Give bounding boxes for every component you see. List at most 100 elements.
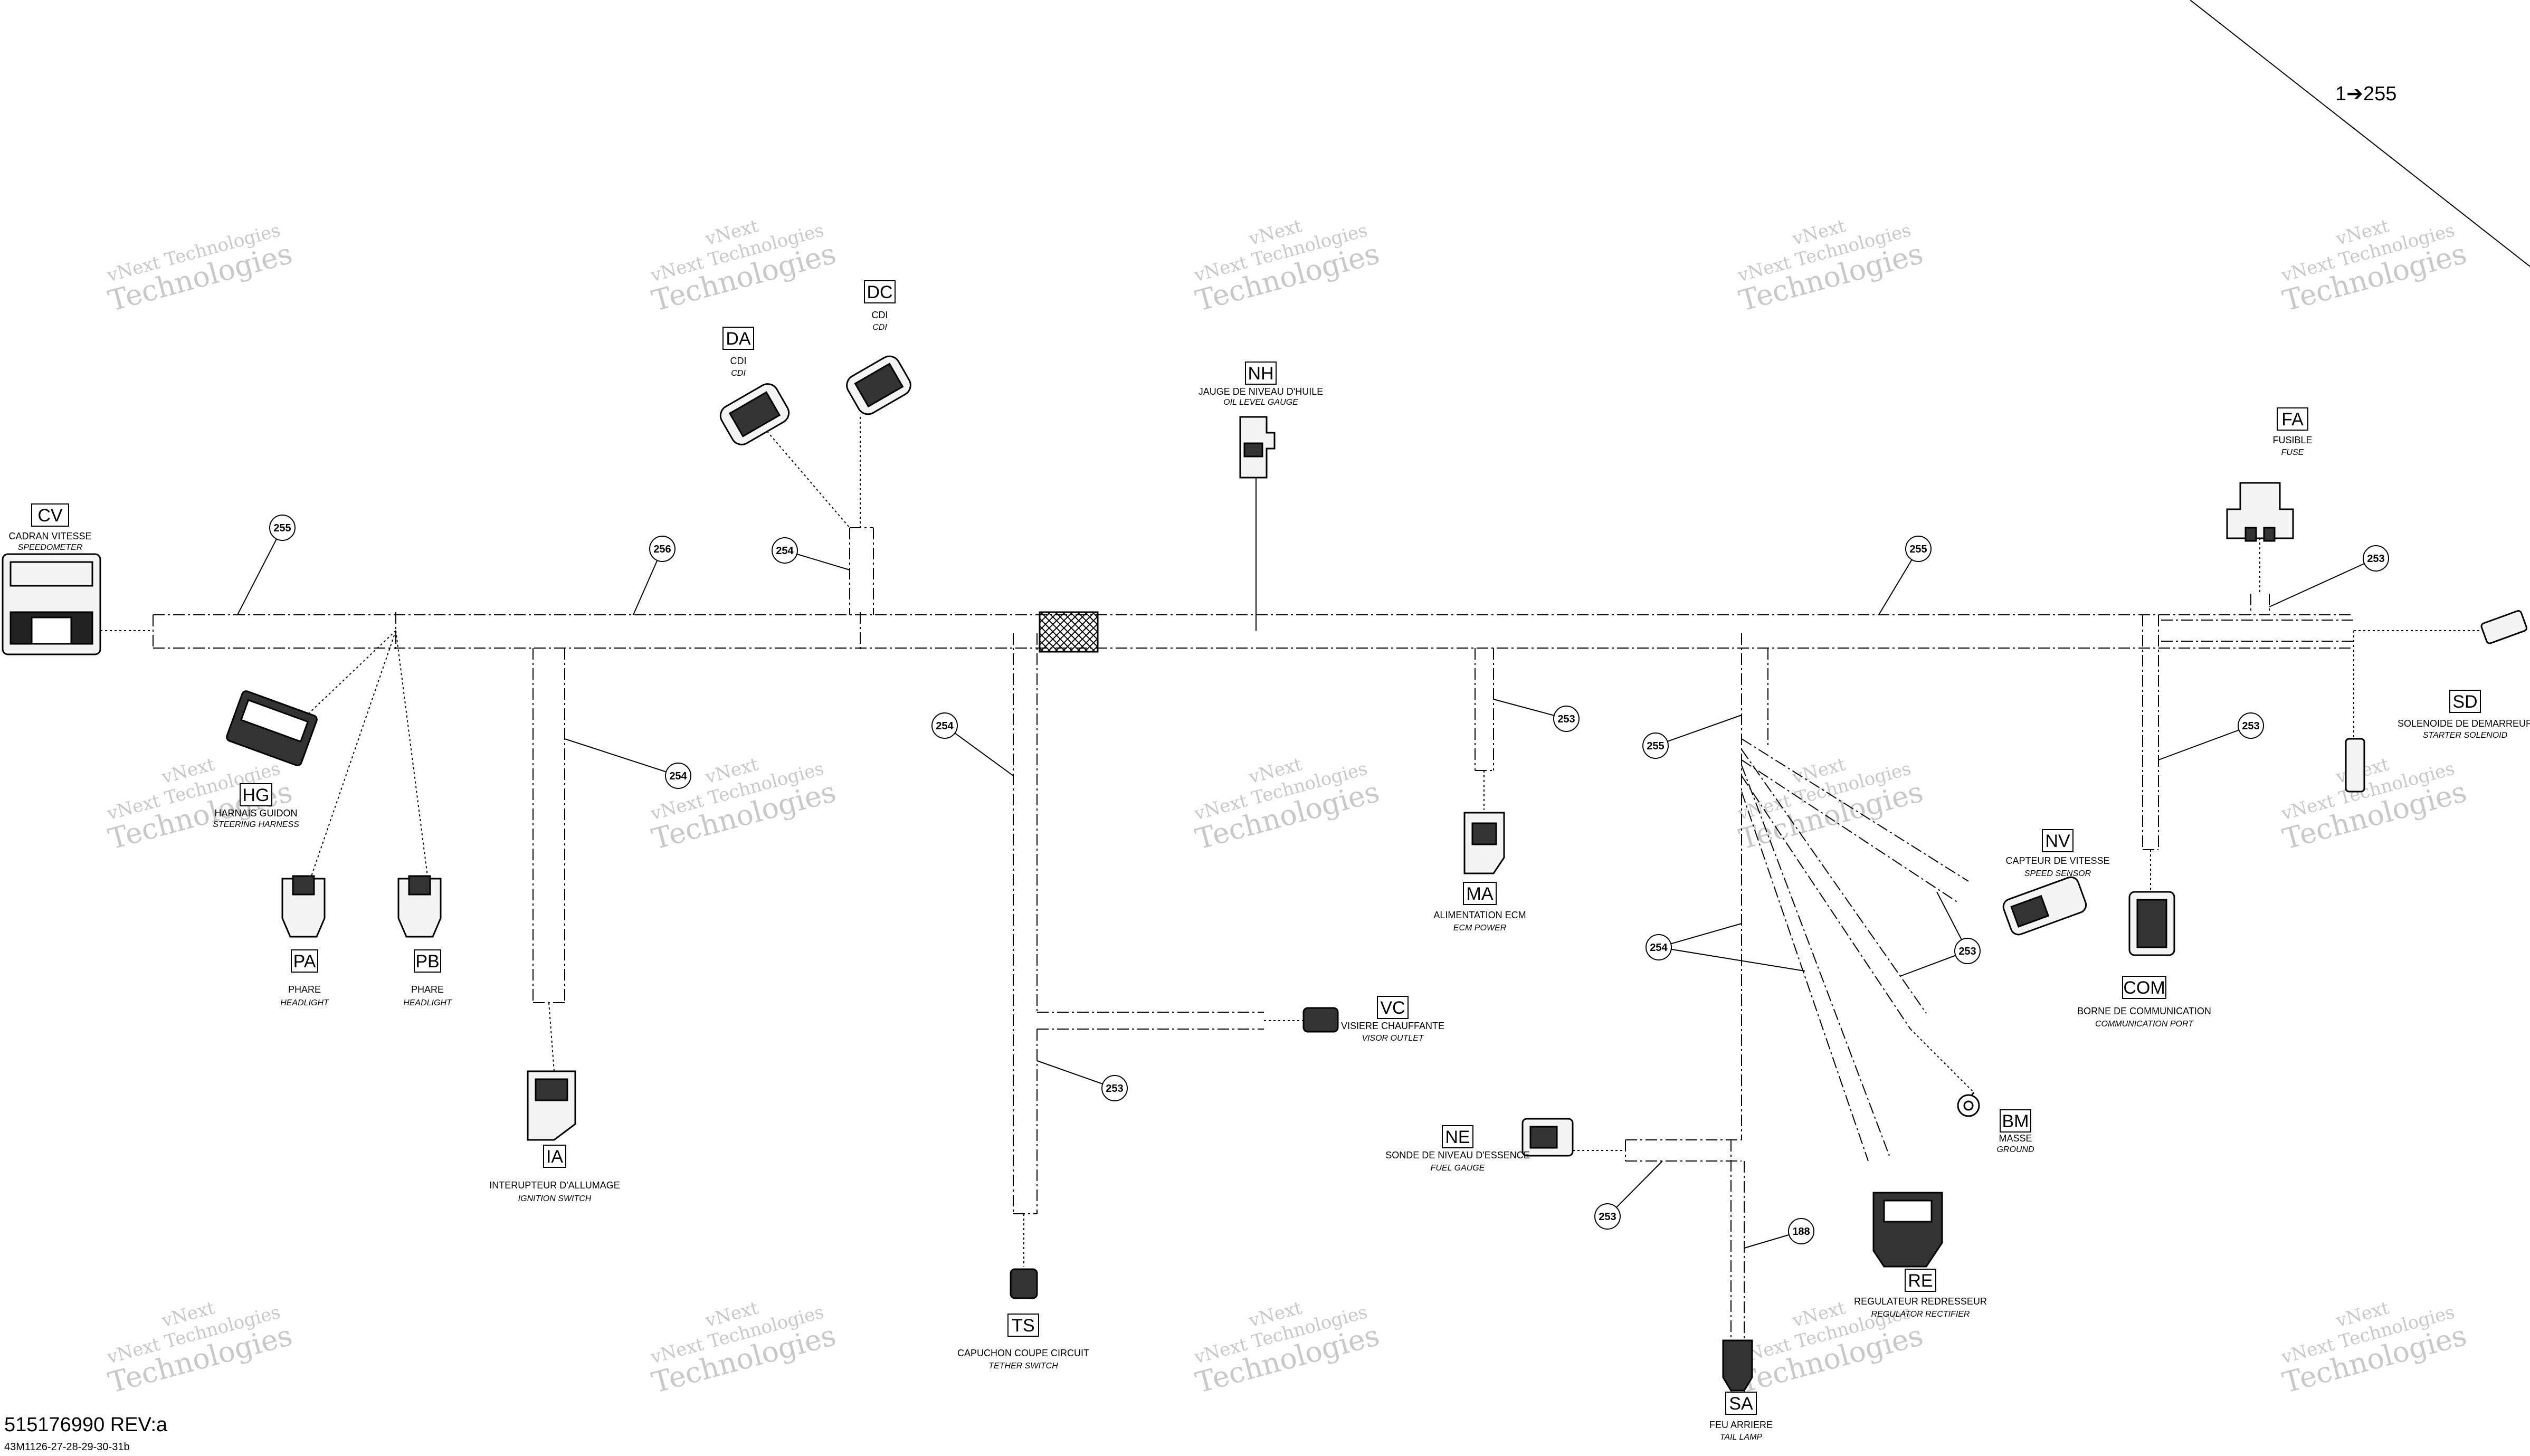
connector-bodies (2, 355, 2527, 1392)
callout-bubble (931, 712, 958, 739)
connector-descriptions: CADRAN VITESSE SPEEDOMETER HARNAIS GUIDO… (8, 310, 2530, 1442)
convolute-sleeve (1039, 611, 1099, 653)
code-PA: PA (293, 951, 316, 972)
callout-label: 253 (1958, 946, 1976, 957)
tether-switch-connector (1010, 1268, 1038, 1299)
code-FA: FA (2281, 410, 2304, 430)
callout-label: 254 (936, 720, 954, 732)
regulator-connector (1872, 1192, 1943, 1268)
desc-en-FA: FUSE (2281, 448, 2304, 457)
desc-en-VC: VISOR OUTLET (1362, 1034, 1424, 1043)
harness-trunk (153, 527, 2354, 1404)
desc-fr-NV: CAPTEUR DE VITESSE (2005, 855, 2109, 866)
desc-fr-RE: REGULATEUR REDRESSEUR (1854, 1296, 1987, 1307)
connector-leads (100, 416, 2486, 1404)
callout-bubble (665, 763, 691, 789)
desc-en-IA: IGNITION SWITCH (518, 1194, 592, 1203)
cdi-connector-c (846, 355, 911, 415)
watermark: vNext vNext Technologies Technologies (104, 1297, 296, 1400)
desc-fr-FA: FUSIBLE (2272, 435, 2312, 445)
desc-fr-NE: SONDE DE NIVEAU D'ESSENCE (1385, 1150, 1530, 1160)
callout-bubble (1642, 732, 1669, 759)
ignition-switch-connector (527, 1070, 576, 1141)
desc-en-DC: CDI (872, 323, 887, 332)
desc-fr-SD: SOLENOIDE DE DEMARREUR (2398, 718, 2530, 729)
code-VC: VC (1380, 998, 1405, 1018)
steering-harness-connector (226, 690, 318, 766)
ground-ring-terminal (1957, 1092, 1980, 1117)
callout-label: 253 (1557, 713, 1575, 725)
watermark: vNext vNext Technologies Technologies (1192, 754, 1383, 856)
code-MA: MA (1467, 884, 1494, 904)
code-IA: IA (546, 1147, 563, 1167)
callout-bubble (1101, 1075, 1128, 1101)
desc-fr-CV: CADRAN VITESSE (8, 531, 91, 541)
desc-en-NH: OIL LEVEL GAUGE (1223, 398, 1298, 407)
callout-bubble (1646, 934, 1672, 960)
fuel-gauge-connector (1521, 1118, 1574, 1157)
connector-codes: CV HG PA PB IA DA DC NH TS VC MA NE SA R… (31, 280, 2481, 1415)
battery-terminal (2480, 610, 2527, 644)
desc-fr-PB: PHARE (411, 984, 444, 995)
desc-fr-PA: PHARE (288, 984, 321, 995)
visor-outlet-connector (1302, 1007, 1339, 1033)
desc-en-PB: HEADLIGHT (403, 998, 452, 1007)
headlight-connector-b (397, 875, 442, 938)
watermark-layer: vNext Technologies Technologies vNext vN… (104, 215, 2470, 1400)
callout-bubble (269, 515, 296, 541)
code-NE: NE (1445, 1127, 1470, 1147)
desc-en-BM: GROUND (1996, 1145, 2034, 1154)
code-TS: TS (1012, 1316, 1034, 1336)
callout-label: 256 (653, 544, 671, 555)
code-DC: DC (867, 282, 892, 302)
code-SD: SD (2452, 692, 2477, 712)
desc-fr-NH: JAUGE DE NIVEAU D'HUILE (1199, 386, 1324, 397)
desc-en-HG: STEERING HARNESS (213, 820, 299, 829)
code-SA: SA (1729, 1394, 1753, 1414)
callout-bubble (1788, 1218, 1814, 1244)
callout-label: 255 (1647, 740, 1664, 752)
code-PB: PB (415, 951, 439, 972)
watermark: vNext vNext Technologies Technologies (1192, 215, 1383, 318)
starter-solenoid-terminal (2345, 738, 2365, 793)
desc-en-TS: TETHER SWITCH (988, 1362, 1058, 1371)
speedometer-connector (2, 553, 101, 655)
cdi-connector-a (719, 383, 790, 445)
watermark: vNext vNext Technologies Technologies (2279, 1297, 2470, 1400)
desc-fr-IA: INTERUPTEUR D'ALLUMAGE (489, 1180, 620, 1191)
callout-labels: 255 256 254 254 254 253 253 255 255 253 … (273, 522, 2384, 1238)
callout-bubble (2363, 545, 2389, 572)
speed-sensor-connector (2002, 876, 2087, 936)
desc-fr-HG: HARNAIS GUIDON (214, 808, 297, 819)
desc-fr-MA: ALIMENTATION ECM (1433, 910, 1526, 920)
desc-en-DA: CDI (731, 369, 746, 378)
desc-en-CV: SPEEDOMETER (18, 543, 83, 552)
callout-label: 253 (2242, 720, 2259, 732)
callout-label: 255 (1909, 544, 1927, 555)
watermark: vNext Technologies Technologies (104, 220, 296, 318)
desc-en-COM: COMMUNICATION PORT (2095, 1020, 2194, 1029)
callout-bubble (1594, 1203, 1621, 1230)
communication-port-connector (2128, 891, 2175, 956)
desc-fr-DC: CDI (872, 310, 888, 320)
code-BM: BM (2002, 1111, 2029, 1131)
desc-fr-TS: CAPUCHON COUPE CIRCUIT (957, 1348, 1089, 1358)
watermark: vNext vNext Technologies Technologies (1735, 215, 1926, 318)
desc-fr-VC: VISIERE CHAUFFANTE (1341, 1021, 1444, 1031)
desc-fr-DA: CDI (730, 356, 747, 366)
callout-bubble (1905, 536, 1932, 562)
oil-gauge-connector (1239, 416, 1276, 479)
desc-fr-COM: BORNE DE COMMUNICATION (2077, 1006, 2211, 1016)
watermark: vNext vNext Technologies Technologies (648, 215, 839, 318)
callout-label: 253 (1599, 1211, 1616, 1223)
watermark: vNext vNext Technologies Technologies (2279, 754, 2470, 856)
callout-bubble (1954, 938, 1981, 964)
code-NV: NV (2045, 831, 2070, 851)
code-RE: RE (1908, 1271, 1933, 1291)
callout-bubble (2238, 712, 2264, 739)
desc-en-SA: TAIL LAMP (1720, 1433, 1763, 1442)
watermark: vNext vNext Technologies Technologies (2279, 215, 2470, 318)
callout-label: 188 (1792, 1226, 1810, 1238)
tail-lamp-connector (1722, 1339, 1753, 1392)
